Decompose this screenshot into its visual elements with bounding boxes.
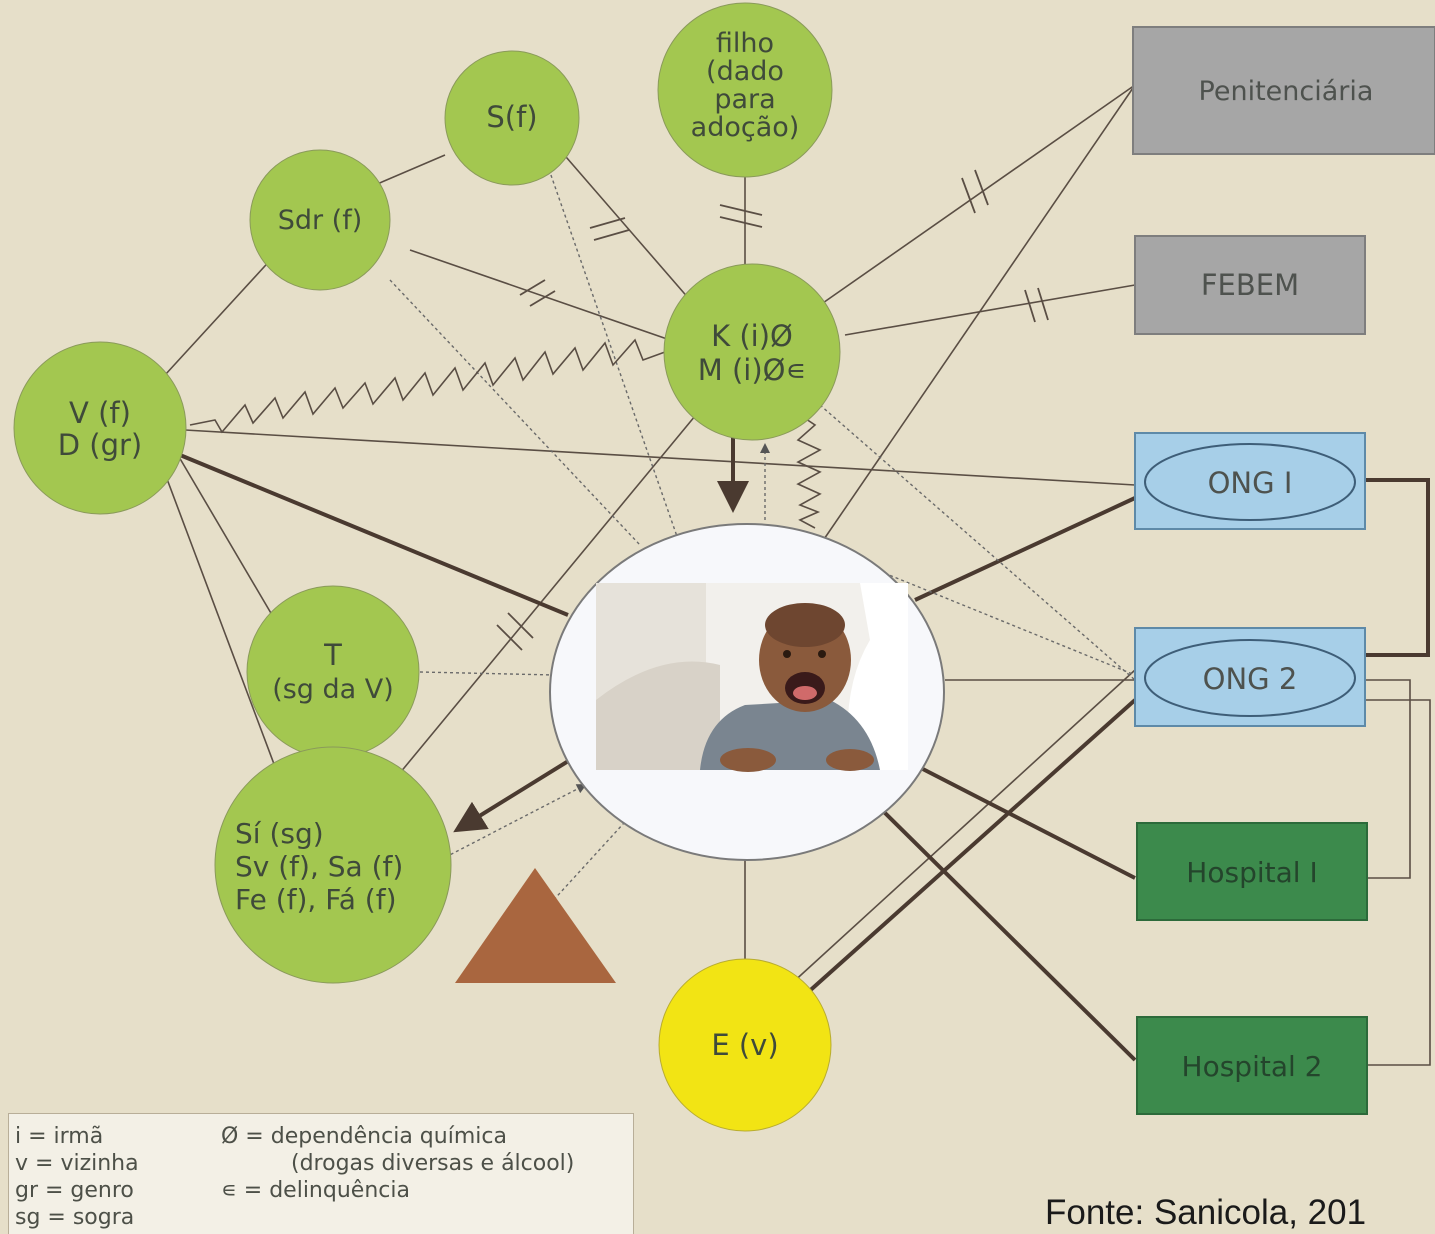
broken-marks [496, 169, 1049, 651]
conflict-lines [189, 338, 822, 529]
svg-text:D (gr): D (gr) [58, 428, 143, 462]
svg-text:M (i)Ø∊: M (i)Ø∊ [698, 353, 807, 387]
weak-km-ong2 [819, 404, 1136, 681]
link-vd-si [157, 454, 281, 781]
svg-text:ONG I: ONG I [1208, 466, 1293, 500]
strong-ev-ong2 [803, 698, 1137, 997]
break-km-pen-a [961, 177, 976, 214]
svg-text:FEBEM: FEBEM [1201, 268, 1299, 302]
break-sf-km-a [589, 217, 626, 229]
box-ong1: ONG I [1134, 432, 1366, 530]
svg-text:K (i)Ø: K (i)Ø [711, 319, 793, 353]
node-e-v: E (v) [658, 958, 832, 1132]
bracket-ong2-hospital2 [1365, 699, 1431, 1066]
svg-text:adoção): adoção) [691, 112, 800, 143]
link-sf-km [559, 149, 691, 301]
break-km-pen-b [974, 169, 989, 206]
legend-delinquencia: ∊ = delinquência [221, 1178, 410, 1203]
connections-thin [157, 84, 1136, 986]
node-t: T (sg da V) [246, 585, 420, 759]
conflict-vd-km [189, 338, 666, 434]
break-sdr-km-a [519, 279, 546, 296]
break-si-km-b [507, 612, 534, 639]
node-s-f: S(f) [444, 50, 580, 186]
box-penitenciaria: Penitenciária [1132, 26, 1435, 155]
legend: i = irmã v = vizinha gr = genro sg = sog… [8, 1113, 634, 1234]
node-si: Sí (sg) Sv (f), Sa (f) Fe (f), Fá (f) [214, 746, 452, 984]
weak-sdr-center [389, 279, 641, 546]
legend-v: v = vizinha [15, 1151, 139, 1176]
svg-text:T: T [323, 638, 342, 672]
connections-weak [389, 157, 1136, 976]
link-center-penitenciaria [819, 84, 1136, 546]
strong-center-hospital2 [878, 806, 1137, 1062]
source-caption: Fonte: Sanicola, 201 [1045, 1193, 1367, 1232]
link-ev-ong2 [789, 669, 1136, 986]
strong-center-hospital1 [914, 763, 1136, 880]
svg-text:Sdr (f): Sdr (f) [278, 205, 363, 236]
break-filho-km-a [719, 204, 763, 216]
box-ong2: ONG 2 [1134, 627, 1366, 727]
link-si-km [389, 409, 701, 786]
svg-text:(dado: (dado [706, 56, 784, 87]
link-km-febem [844, 284, 1136, 336]
weak-t-center [419, 671, 556, 676]
institution-brackets [1365, 478, 1431, 1066]
bracket-ong2-hospital1 [1365, 679, 1411, 879]
strong-vd-center [179, 453, 569, 617]
node-filho: filho (dado para adoção) [657, 2, 833, 178]
break-sf-km-b [593, 229, 630, 241]
svg-text:E (v): E (v) [711, 1028, 778, 1062]
node-v-d: V (f) D (gr) [13, 341, 187, 515]
node-sdr: Sdr (f) [249, 149, 391, 291]
svg-text:Hospital I: Hospital I [1186, 856, 1317, 889]
svg-text:filho: filho [716, 28, 774, 59]
weak-sf-center [544, 157, 681, 546]
svg-text:para: para [714, 84, 775, 115]
svg-text:Fe (f), Fá (f): Fe (f), Fá (f) [235, 883, 397, 916]
svg-text:Sí (sg): Sí (sg) [235, 817, 324, 850]
legend-sg: sg = sogra [15, 1205, 135, 1230]
node-k-m: K (i)Ø M (i)Ø∊ [663, 263, 841, 441]
svg-text:Hospital 2: Hospital 2 [1182, 1050, 1323, 1083]
box-hospital2: Hospital 2 [1136, 1016, 1368, 1115]
link-sdr-km [409, 249, 671, 341]
break-km-febem-a [1024, 289, 1036, 323]
weak-center-ong2 [839, 554, 1136, 676]
box-febem: FEBEM [1134, 235, 1366, 335]
svg-text:Sv (f), Sa (f): Sv (f), Sa (f) [235, 850, 403, 883]
legend-dependencia: Ø = dependência química [221, 1124, 507, 1149]
svg-text:ONG 2: ONG 2 [1203, 662, 1298, 696]
break-filho-km-b [719, 216, 763, 228]
break-sdr-km-b [529, 290, 556, 307]
link-sdr-sf [374, 154, 446, 186]
link-vd-sdr [164, 254, 276, 376]
strong-center-ong1 [914, 496, 1136, 602]
svg-text:Penitenciária: Penitenciária [1199, 76, 1374, 107]
center-node [549, 523, 945, 861]
legend-gr: gr = genro [15, 1178, 134, 1203]
svg-text:V (f): V (f) [69, 396, 131, 430]
link-km-penitenciaria [819, 84, 1136, 306]
arrow-center-to-si [453, 758, 572, 833]
triangle-symbol [455, 868, 616, 983]
svg-text:S(f): S(f) [486, 100, 537, 134]
legend-drogas: (drogas diversas e álcool) [291, 1151, 575, 1176]
flow-arrows [453, 435, 749, 833]
svg-text:(sg da V): (sg da V) [272, 674, 394, 705]
break-km-febem-b [1037, 287, 1049, 321]
connections-strong [179, 453, 1137, 1062]
conflict-km-center [796, 414, 822, 529]
box-hospital1: Hospital I [1136, 822, 1368, 921]
baby-photo [596, 583, 908, 772]
legend-i: i = irmã [15, 1124, 104, 1149]
link-vd-t [171, 444, 276, 621]
bracket-ong1-ong2 [1365, 478, 1430, 657]
break-si-km-a [496, 624, 523, 651]
